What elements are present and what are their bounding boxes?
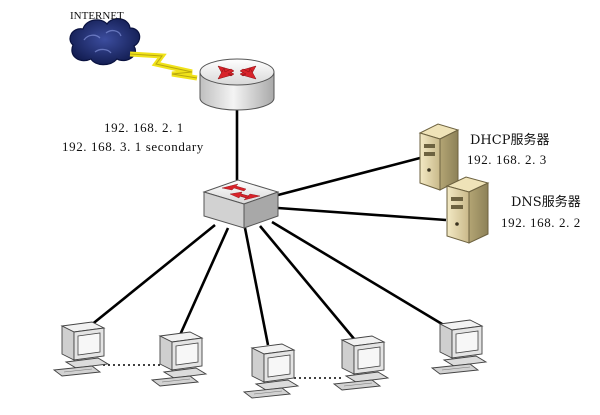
computer-icon xyxy=(150,331,208,387)
link-switch-pc1 xyxy=(84,223,216,332)
server-dhcp: DHCP服务器 192. 168. 2. 3 xyxy=(418,123,549,191)
computer-3 xyxy=(242,343,300,399)
link-switch-pc5 xyxy=(271,220,453,332)
link-switch-pc3 xyxy=(243,227,270,346)
computers xyxy=(52,319,488,399)
internet-label: INTERNET xyxy=(70,10,124,22)
computer-1 xyxy=(52,321,110,377)
dns-server-ip: 192. 168. 2. 2 xyxy=(501,215,581,230)
dns-server-name: DNS服务器 xyxy=(511,194,581,210)
computer-icon xyxy=(242,343,300,399)
switch-icon xyxy=(202,179,280,229)
link-switch-pc4 xyxy=(259,225,356,341)
server-dns: DNS服务器 192. 168. 2. 2 xyxy=(445,176,581,244)
computer-icon xyxy=(430,319,488,375)
router-ip-secondary: 192. 168. 3. 1 secondary xyxy=(62,139,204,154)
link-switch-dns xyxy=(277,206,447,222)
computer-5 xyxy=(430,319,488,375)
computer-4 xyxy=(332,335,390,391)
computer-2 xyxy=(150,331,208,387)
links xyxy=(84,110,453,346)
router-icon xyxy=(199,58,275,111)
server-icon xyxy=(418,123,460,191)
computer-icon xyxy=(52,321,110,377)
server-icon xyxy=(445,176,490,244)
cloud-icon xyxy=(69,18,141,66)
internet-cloud: INTERNET xyxy=(69,10,141,66)
link-switch-dhcp xyxy=(277,156,421,197)
dotted-links xyxy=(103,364,343,379)
switch xyxy=(202,179,280,229)
router-ip-primary: 192. 168. 2. 1 xyxy=(104,120,184,135)
link-switch-pc2 xyxy=(178,227,230,336)
computer-icon xyxy=(332,335,390,391)
dhcp-server-ip: 192. 168. 2. 3 xyxy=(467,152,547,167)
dhcp-server-name: DHCP服务器 xyxy=(470,132,549,148)
router: 192. 168. 2. 1 192. 168. 3. 1 secondary xyxy=(62,58,275,154)
